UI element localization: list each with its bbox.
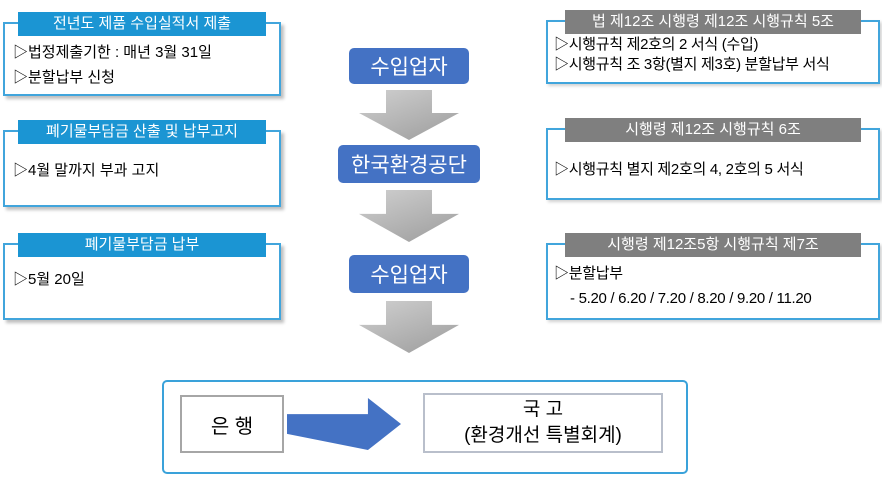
left-box-charge-payment-header: 폐기물부담금 납부	[18, 233, 266, 257]
right-box-decree-article12-5-rule7-body: ▷분할납부 - 5.20 / 6.20 / 7.20 / 8.20 / 9.20…	[548, 245, 878, 311]
right-box-law-article12-rule5: 법 제12조 시행령 제12조 시행규칙 5조 ▷시행규칙 제2호의 2 서식 …	[546, 10, 880, 84]
right-box-law-article12-rule5-body: ▷시행규칙 제2호의 2 서식 (수입) ▷시행규칙 조 3항(별지 제3호) …	[548, 22, 878, 75]
bank-box: 은 행	[180, 395, 284, 453]
text-line: - 5.20 / 6.20 / 7.20 / 8.20 / 9.20 / 11.…	[570, 290, 812, 307]
left-box-charge-notice: 폐기물부담금 산출 및 납부고지 ▷4월 말까지 부과 고지	[3, 120, 281, 207]
text-line: ▷시행규칙 조 3항(별지 제3호) 분할납부 서식	[554, 56, 830, 73]
flow-node-importer-2: 수입업자	[349, 255, 469, 293]
text-line: ▷시행규칙 제2호의 2 서식 (수입)	[554, 36, 759, 53]
text-line: ▷분할납부 신청	[13, 69, 115, 86]
text-line: ▷4월 말까지 부과 고지	[13, 162, 160, 179]
right-box-decree-article12-5-rule7: 시행령 제12조5항 시행규칙 제7조 ▷분할납부 - 5.20 / 6.20 …	[546, 233, 880, 320]
left-box-charge-payment-body: ▷5월 20일	[5, 245, 279, 292]
down-arrow-icon	[359, 90, 459, 140]
left-box-import-report-body: ▷법정제출기한 : 매년 3월 31일 ▷분할납부 신청	[5, 24, 279, 90]
right-box-decree-article12-rule6-body: ▷시행규칙 별지 제2호의 4, 2호의 5 서식	[548, 130, 878, 180]
left-box-charge-notice-body: ▷4월 말까지 부과 고지	[5, 132, 279, 183]
left-box-charge-notice-header: 폐기물부담금 산출 및 납부고지	[18, 120, 266, 144]
right-box-law-article12-rule5-header: 법 제12조 시행령 제12조 시행규칙 5조	[565, 10, 861, 34]
down-arrow-icon	[359, 190, 459, 242]
text-line: ▷5월 20일	[13, 271, 85, 288]
flow-node-korea-environment-corp: 한국환경공단	[338, 145, 480, 183]
right-box-decree-article12-rule6-header: 시행령 제12조 시행규칙 6조	[565, 118, 861, 142]
text-line: ▷시행규칙 별지 제2호의 4, 2호의 5 서식	[554, 161, 804, 178]
treasury-title: 국 고	[522, 399, 564, 420]
treasury-subtitle: (환경개선 특별회계)	[464, 425, 622, 446]
text-line: ▷법정제출기한 : 매년 3월 31일	[13, 44, 212, 61]
left-box-import-report-header: 전년도 제품 수입실적서 제출	[18, 12, 266, 36]
treasury-box: 국 고 (환경개선 특별회계)	[423, 393, 663, 453]
right-box-decree-article12-rule6: 시행령 제12조 시행규칙 6조 ▷시행규칙 별지 제2호의 4, 2호의 5 …	[546, 118, 880, 200]
text-line: ▷분할납부	[554, 265, 623, 282]
left-box-charge-payment: 폐기물부담금 납부 ▷5월 20일	[3, 233, 281, 320]
left-box-import-report: 전년도 제품 수입실적서 제출 ▷법정제출기한 : 매년 3월 31일 ▷분할납…	[3, 12, 281, 96]
down-arrow-icon	[359, 301, 459, 353]
flow-node-importer-1: 수입업자	[349, 48, 469, 84]
right-box-decree-article12-5-rule7-header: 시행령 제12조5항 시행규칙 제7조	[565, 233, 861, 257]
